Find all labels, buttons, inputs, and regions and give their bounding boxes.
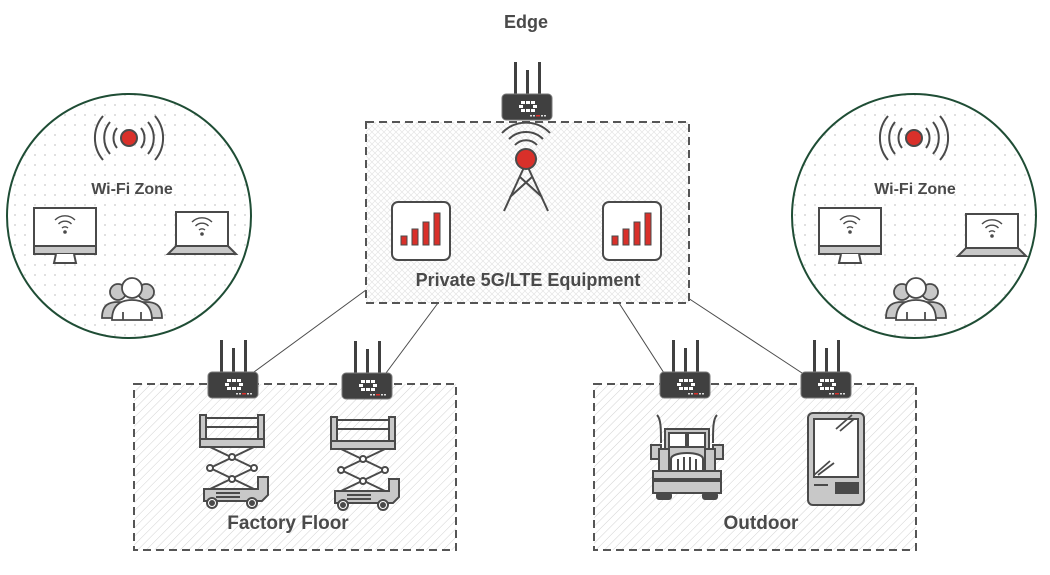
desktop-monitor-icon bbox=[819, 208, 881, 263]
wifi-zone-left: Wi-Fi Zone bbox=[6, 93, 252, 339]
site-label: Outdoor bbox=[724, 513, 800, 534]
link-core-to-router-1 bbox=[253, 289, 367, 373]
site-outdoor: Outdoor bbox=[593, 383, 917, 551]
signal-bars-icon bbox=[602, 201, 662, 261]
link-core-to-router-3 bbox=[618, 302, 665, 374]
laptop-icon bbox=[168, 212, 236, 254]
site-label: Factory Floor bbox=[227, 513, 349, 534]
kiosk-icon bbox=[807, 412, 865, 506]
core-5g-box: Private 5G/LTE Equipment bbox=[365, 121, 690, 304]
wifi-zone-label: Wi-Fi Zone bbox=[91, 181, 173, 198]
router-icon bbox=[659, 339, 711, 399]
site-factory-floor: Factory Floor bbox=[133, 383, 457, 551]
laptop-icon bbox=[958, 214, 1026, 256]
wifi-zone-right: Wi-Fi Zone bbox=[791, 93, 1037, 339]
router-icon bbox=[341, 340, 393, 400]
signal-bars-icon bbox=[391, 201, 451, 261]
diagram-title: Edge bbox=[504, 12, 548, 32]
router-icon bbox=[207, 339, 259, 399]
wifi-zone-label: Wi-Fi Zone bbox=[874, 181, 956, 198]
connector-lines bbox=[253, 289, 803, 374]
router-icon bbox=[501, 61, 553, 121]
desktop-monitor-icon bbox=[34, 208, 96, 263]
link-core-to-router-2 bbox=[385, 302, 439, 374]
link-core-to-router-4 bbox=[687, 297, 803, 374]
core-label: Private 5G/LTE Equipment bbox=[416, 270, 641, 290]
router-icon bbox=[800, 339, 852, 399]
